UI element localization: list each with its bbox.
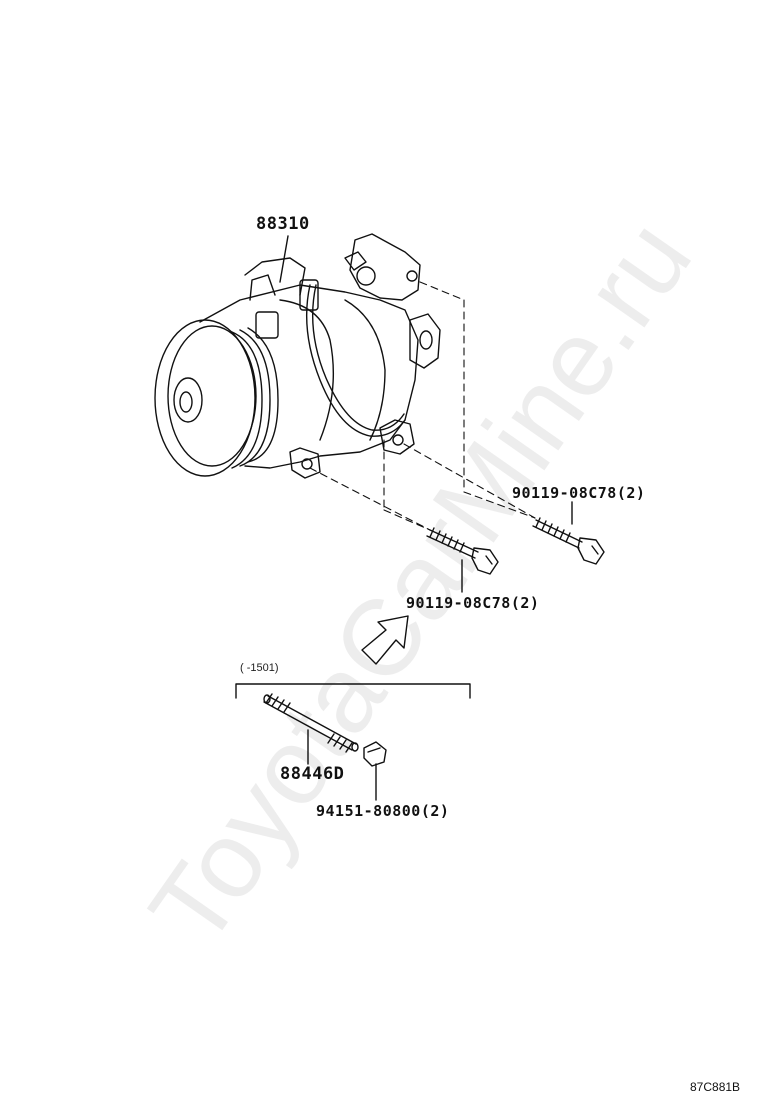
bolt-lower-center-drawing: [426, 527, 499, 575]
dashed-alignment-lines: [309, 281, 536, 531]
nut-drawing: [363, 741, 387, 767]
diagram-code: 87C881B: [690, 1080, 741, 1094]
date-range-label: ( -1501): [240, 662, 279, 674]
part-label-nut: 94151-80800(2): [316, 802, 450, 820]
stud-drawing: [263, 693, 359, 753]
part-label-compressor: 88310: [256, 214, 310, 234]
direction-arrow: [361, 615, 409, 665]
date-range-bracket: [235, 683, 471, 699]
leader-lines: [279, 235, 573, 801]
part-label-bolt-upper: 90119-08C78(2): [512, 484, 646, 502]
part-label-bolt-lower: 90119-08C78(2): [406, 594, 540, 612]
compressor-drawing: [154, 233, 441, 479]
part-label-stud: 88446D: [280, 764, 345, 784]
bolt-upper-right-drawing: [532, 517, 605, 565]
